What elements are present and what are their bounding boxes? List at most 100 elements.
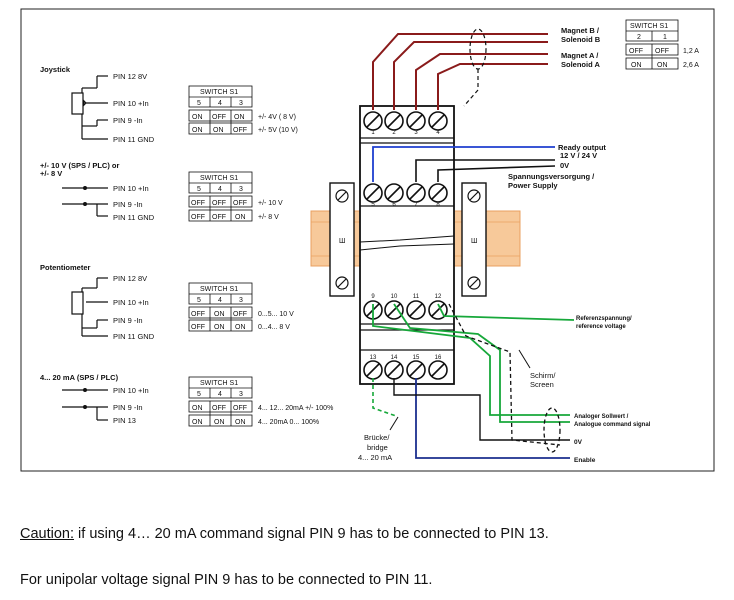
svg-text:Enable: Enable	[574, 457, 596, 464]
switch-table-4: SWITCH S1 5 4 3 ON OFF OFF ON ON ON 4...…	[188, 376, 333, 427]
svg-text:+/- 10 V (SPS / PLC) or: +/- 10 V (SPS / PLC) or	[40, 161, 119, 170]
svg-text:ON: ON	[234, 114, 245, 121]
svg-text:+/- 8 V: +/- 8 V	[258, 214, 279, 221]
svg-text:Joystick: Joystick	[40, 65, 71, 74]
svg-text:0...4... 8 V: 0...4... 8 V	[258, 324, 290, 331]
terminal-number: 12	[435, 294, 442, 300]
svg-text:2,6 A: 2,6 A	[683, 62, 699, 69]
svg-text:3: 3	[239, 391, 243, 398]
svg-text:1,2 A: 1,2 A	[683, 48, 699, 55]
screw-slot	[366, 363, 380, 377]
svg-text:PIN 13: PIN 13	[113, 416, 136, 425]
power-supply-wires	[415, 159, 556, 182]
screw-slot	[387, 186, 401, 200]
svg-text:Referenzspannung/: Referenzspannung/	[576, 316, 632, 322]
terminal-number: 4	[436, 130, 440, 136]
switch-table-3: SWITCH S1 5 4 3 OFF ON OFF OFF ON ON 0..…	[188, 282, 294, 332]
svg-text:OFF: OFF	[212, 405, 226, 412]
svg-text:PIN 9 -In: PIN 9 -In	[113, 200, 143, 209]
svg-text:Screen: Screen	[530, 380, 554, 389]
terminal-number: 13	[370, 355, 377, 361]
svg-text:3: 3	[239, 186, 243, 193]
svg-text:OFF: OFF	[629, 48, 643, 55]
switch-table-2: SWITCH S1 5 4 3 OFF OFF OFF OFF OFF ON +…	[188, 171, 283, 222]
ready-output-wire	[372, 146, 555, 182]
svg-text:Analogue command signal: Analogue command signal	[574, 422, 651, 428]
screw-slot	[409, 303, 423, 317]
svg-text:ON: ON	[214, 419, 225, 426]
svg-text:PIN 9 -In: PIN 9 -In	[113, 316, 143, 325]
screw-slot	[409, 186, 423, 200]
caution-label: Caution:	[20, 526, 75, 542]
svg-text:Ready output: Ready output	[558, 143, 606, 152]
svg-text:0V: 0V	[560, 161, 569, 170]
terminal-number: 9	[371, 294, 375, 300]
svg-text:OFF: OFF	[233, 311, 247, 318]
svg-text:OFF: OFF	[191, 324, 205, 331]
bridge-wire	[372, 378, 397, 417]
wiring-diagram: Joystick PIN 12 8V PIN 10 +In PIN 9 -In …	[20, 8, 715, 472]
svg-text:Potentiometer: Potentiometer	[40, 263, 91, 272]
terminal-number: 8	[436, 202, 440, 208]
zero-volt-wire	[393, 378, 570, 441]
svg-text:OFF: OFF	[233, 405, 247, 412]
svg-text:ON: ON	[235, 324, 246, 331]
svg-text:OFF: OFF	[191, 200, 205, 207]
svg-text:OFF: OFF	[191, 214, 205, 221]
screw-slot	[431, 363, 445, 377]
svg-text:OFF: OFF	[191, 311, 205, 318]
svg-text:SWITCH S1: SWITCH S1	[200, 380, 238, 387]
svg-text:4... 20 mA (SPS / PLC): 4... 20 mA (SPS / PLC)	[40, 373, 119, 382]
switch-table-power: SWITCH S1 2 1 OFF OFF ON ON 1,2 A 2,6 A	[625, 19, 699, 70]
svg-text:0V: 0V	[574, 439, 583, 446]
svg-text:PIN 11 GND: PIN 11 GND	[113, 213, 155, 222]
current-section: 4... 20 mA (SPS / PLC) PIN 10 +In PIN 9 …	[40, 373, 149, 425]
svg-text:1: 1	[663, 34, 667, 41]
svg-text:+/- 10 V: +/- 10 V	[258, 200, 283, 207]
svg-text:OFF: OFF	[212, 114, 226, 121]
terminal-number: 3	[414, 130, 418, 136]
svg-text:PIN 9 -In: PIN 9 -In	[113, 403, 143, 412]
terminal-number: 16	[435, 355, 442, 361]
svg-text:ON: ON	[214, 324, 225, 331]
voltage-section: +/- 10 V (SPS / PLC) or +/- 8 V PIN 10 +…	[40, 161, 155, 222]
svg-text:5: 5	[197, 391, 201, 398]
svg-text:PIN 12 8V: PIN 12 8V	[113, 274, 147, 283]
screw-slot	[387, 114, 401, 128]
svg-text:ON: ON	[192, 405, 203, 412]
screw-slot	[366, 114, 380, 128]
svg-text:PIN 9 -In: PIN 9 -In	[113, 116, 143, 125]
svg-text:SWITCH S1: SWITCH S1	[200, 286, 238, 293]
screw-slot	[387, 363, 401, 377]
svg-text:reference voltage: reference voltage	[576, 324, 626, 330]
svg-text:4... 20mA 0... 100%: 4... 20mA 0... 100%	[258, 419, 319, 426]
svg-text:12 V / 24 V: 12 V / 24 V	[560, 151, 597, 160]
svg-text:PIN 10 +In: PIN 10 +In	[113, 298, 149, 307]
screen-wire	[448, 303, 561, 453]
screw-slot	[387, 303, 401, 317]
svg-text:ON: ON	[235, 419, 246, 426]
svg-text:ON: ON	[214, 311, 225, 318]
svg-text:Power Supply: Power Supply	[508, 181, 558, 190]
svg-text:bridge: bridge	[367, 443, 388, 452]
svg-text:2: 2	[637, 34, 641, 41]
terminal-number: 5	[371, 202, 375, 208]
unipolar-note: For unipolar voltage signal PIN 9 has to…	[20, 572, 433, 588]
switch-table-1: SWITCH S1 5 4 3 ON OFF ON ON ON OFF +/- …	[188, 85, 298, 135]
svg-text:ON: ON	[235, 214, 246, 221]
svg-text:Ш: Ш	[339, 238, 345, 245]
svg-text:OFF: OFF	[212, 214, 226, 221]
terminal-number: 1	[371, 130, 375, 136]
svg-text:SWITCH S1: SWITCH S1	[200, 175, 238, 182]
svg-text:SWITCH S1: SWITCH S1	[200, 89, 238, 96]
caution-note: Caution: if using 4… 20 mA command signa…	[20, 526, 549, 542]
svg-text:PIN 12 8V: PIN 12 8V	[113, 72, 147, 81]
joystick-section: Joystick PIN 12 8V PIN 10 +In PIN 9 -In …	[40, 65, 155, 144]
svg-text:+/- 5V (10 V): +/- 5V (10 V)	[258, 127, 298, 134]
terminal-number: 6	[392, 202, 396, 208]
svg-text:OFF: OFF	[233, 127, 247, 134]
terminal-number: 10	[391, 294, 398, 300]
potentiometer-section: Potentiometer PIN 12 8V PIN 10 +In PIN 9…	[40, 263, 155, 341]
terminal-number: 15	[413, 355, 420, 361]
command-signal-wires	[372, 303, 575, 423]
